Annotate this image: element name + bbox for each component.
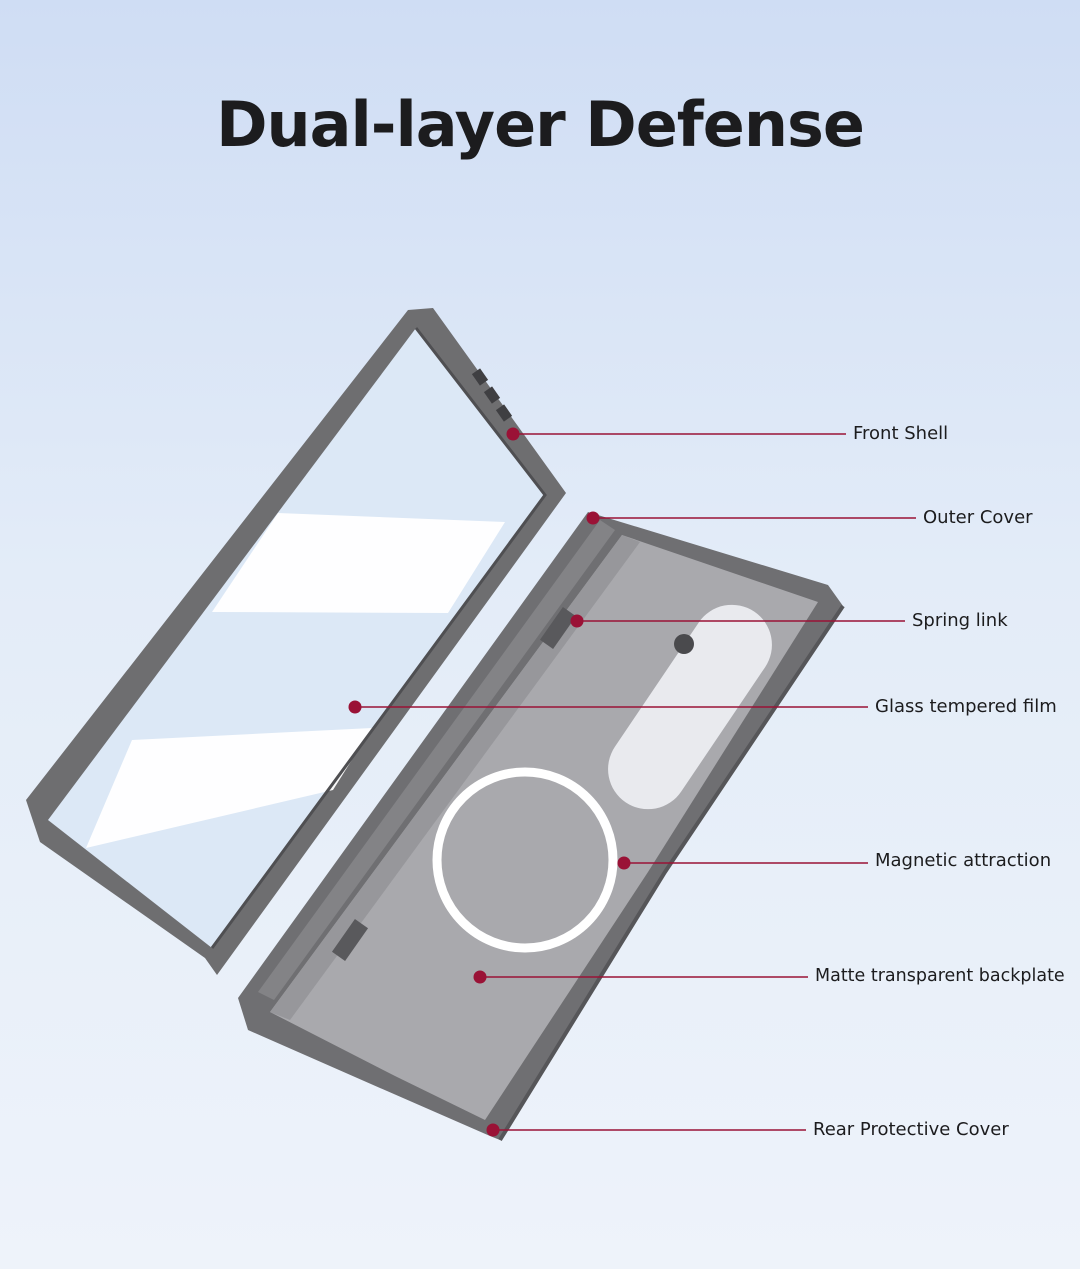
glass-reflection-stripe — [212, 513, 505, 613]
magnetic-ring — [432, 767, 618, 953]
callout-label-outer-cover: Outer Cover — [923, 507, 1033, 528]
callout-label-glass-tempered-film: Glass tempered film — [875, 696, 1057, 717]
rear-cover-edge — [498, 604, 845, 1142]
hinge-rail — [258, 520, 615, 1000]
page-title: Dual-layer Defense — [216, 88, 865, 161]
button-cutout — [471, 368, 489, 386]
callout-dot-front-shell — [506, 427, 520, 441]
callout-lines — [348, 427, 916, 1137]
spring-link-tab — [539, 607, 577, 649]
front-shell-inner-rim — [210, 327, 547, 949]
spring-link-tab — [331, 919, 369, 961]
rear-cover-part — [238, 512, 845, 1142]
callout-label-magnetic-attraction: Magnetic attraction — [875, 850, 1052, 871]
front-shell-part — [26, 308, 566, 975]
button-cutout — [495, 404, 513, 422]
callout-dot-magnetic-attraction — [617, 856, 631, 870]
callout-label-rear-protective-cover: Rear Protective Cover — [813, 1119, 1009, 1140]
callout-dot-outer-cover — [586, 511, 600, 525]
backplate-shadow — [270, 535, 640, 1020]
button-cutout — [483, 386, 501, 404]
callout-dot-spring-link — [570, 614, 584, 628]
callout-dot-matte-transparent-backplate — [473, 970, 487, 984]
callout-dot-rear-protective-cover — [486, 1123, 500, 1137]
callout-label-spring-link: Spring link — [912, 610, 1008, 631]
glass-reflection-stripe — [86, 728, 372, 848]
callout-label-front-shell: Front Shell — [853, 423, 949, 444]
flash-hole — [674, 634, 694, 654]
callout-label-matte-transparent-backplate: Matte transparent backplate — [815, 966, 1065, 986]
callout-dot-glass-tempered-film — [348, 700, 362, 714]
